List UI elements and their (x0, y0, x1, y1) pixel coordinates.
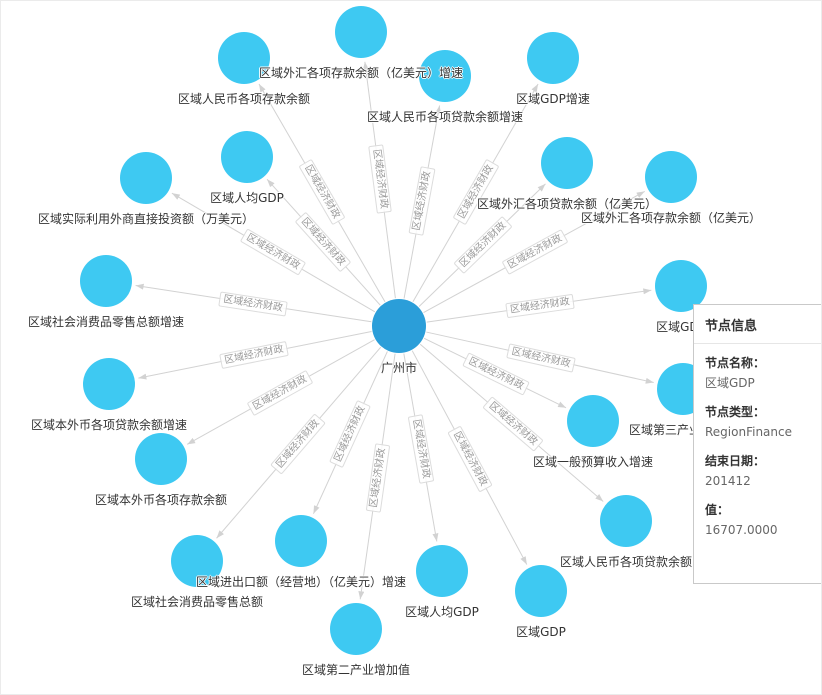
info-field-type: 节点类型： RegionFinance (705, 404, 811, 440)
node-label: 区域社会消费品零售总额 (130, 595, 264, 609)
node-label: 广州市 (380, 361, 418, 375)
graph-node[interactable] (567, 395, 619, 447)
graph-node[interactable] (218, 32, 270, 84)
node-label: 区域外汇各项贷款余额（亿美元） (476, 197, 658, 211)
info-field-name: 节点名称： 区域GDP (705, 355, 811, 391)
field-value: 16707.0000 (705, 523, 778, 537)
field-value: 201412 (705, 474, 751, 488)
graph-node[interactable] (275, 515, 327, 567)
node-label: 区域进出口额（经营地）（亿美元）增速 (195, 575, 407, 589)
graph-node[interactable] (645, 151, 697, 203)
node-label: 区域本外币各项贷款余额增速 (30, 418, 188, 432)
graph-node[interactable] (120, 152, 172, 204)
graph-node[interactable] (171, 535, 223, 587)
graph-node[interactable] (419, 50, 471, 102)
panel-body: 节点名称： 区域GDP 节点类型： RegionFinance 结束日期： 20… (694, 344, 821, 562)
node-label: 区域第二产业增加值 (301, 663, 411, 677)
graph-node[interactable] (527, 32, 579, 84)
node-label: 区域一般预算收入增速 (532, 455, 654, 469)
node-label: 区域人民币各项贷款余额 (559, 555, 693, 569)
info-field-value: 值： 16707.0000 (705, 502, 811, 538)
graph-node[interactable] (541, 137, 593, 189)
node-label: 区域人均GDP (405, 605, 479, 619)
graph-node[interactable] (515, 565, 567, 617)
node-label: 区域人均GDP (210, 191, 284, 205)
center-node[interactable] (372, 299, 426, 353)
graph-node[interactable] (330, 603, 382, 655)
graph-node[interactable] (655, 260, 707, 312)
graph-node[interactable] (335, 6, 387, 58)
graph-node[interactable] (416, 545, 468, 597)
graph-node[interactable] (80, 255, 132, 307)
field-label: 值： (705, 503, 730, 517)
panel-title: 节点信息 (694, 305, 821, 344)
graph-node[interactable] (221, 131, 273, 183)
node-label: 区域社会消费品零售总额增速 (27, 315, 185, 329)
field-value: RegionFinance (705, 425, 792, 439)
node-label: 区域人民币各项贷款余额增速 (366, 110, 524, 124)
field-label: 结束日期： (705, 454, 766, 468)
node-label: 区域GDP增速 (516, 92, 590, 106)
node-label: 区域实际利用外商直接投资额（万美元） (37, 212, 255, 226)
field-label: 节点名称： (705, 356, 766, 370)
node-label: 区域GDP (516, 625, 566, 639)
node-label: 区域人民币各项存款余额 (177, 92, 311, 106)
graph-node[interactable] (600, 495, 652, 547)
field-label: 节点类型： (705, 405, 766, 419)
graph-node[interactable] (135, 433, 187, 485)
node-label: 区域外汇各项存款余额（亿美元）增速 (258, 66, 464, 80)
node-info-panel: 节点信息 节点名称： 区域GDP 节点类型： RegionFinance 结束日… (693, 304, 821, 584)
field-value: 区域GDP (705, 376, 755, 390)
graph-node[interactable] (83, 358, 135, 410)
info-field-end-date: 结束日期： 201412 (705, 453, 811, 489)
node-label: 区域本外币各项存款余额 (94, 493, 228, 507)
node-label: 区域外汇各项存款余额（亿美元） (580, 211, 762, 225)
